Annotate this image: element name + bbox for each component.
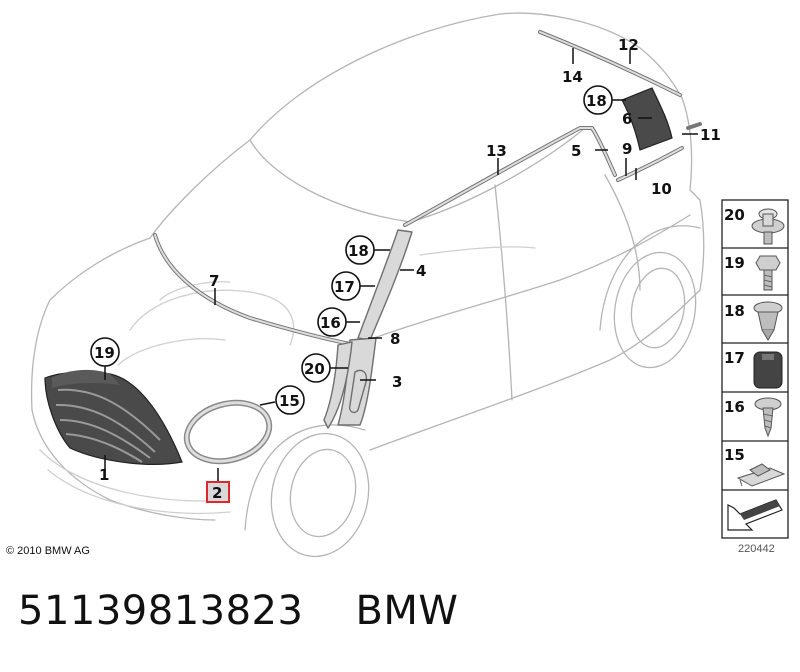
hex-bolt-icon (755, 255, 781, 291)
expanding-clip-icon (753, 301, 783, 341)
callout-18-rear: 18 (586, 92, 607, 110)
callout-3: 3 (392, 373, 402, 391)
callout-9: 9 (622, 140, 632, 158)
callout-14: 14 (562, 68, 583, 86)
legend-item-17: 17 (724, 349, 745, 367)
windshield-trim (153, 233, 357, 347)
plastic-nut-icon (753, 351, 783, 389)
circled-callouts: 19 15 20 16 17 18 18 (90, 85, 613, 415)
callout-17: 17 (334, 278, 355, 296)
car-body-outline (30, 12, 705, 558)
parts-diagram: 1 3 4 5 6 7 8 9 10 11 12 13 14 2 19 15 2… (6, 12, 789, 558)
callout-15: 15 (279, 392, 300, 410)
callout-13: 13 (486, 142, 507, 160)
callout-19: 19 (94, 344, 115, 362)
callout-16: 16 (320, 314, 341, 332)
callout-5: 5 (571, 142, 581, 160)
spring-clip-icon (736, 463, 786, 487)
legend-item-20: 20 (724, 206, 745, 224)
part-number: 51139813823 (18, 588, 304, 634)
callout-20: 20 (304, 360, 325, 378)
part-caption: 51139813823 BMW (18, 588, 458, 634)
callout-labels: 1 3 4 5 6 7 8 9 10 11 12 13 14 (99, 36, 721, 484)
callout-8: 8 (390, 330, 400, 348)
front-grille (44, 369, 183, 465)
brand-name: BMW (355, 588, 459, 634)
rear-window-trim (538, 30, 702, 182)
callout-7: 7 (209, 272, 219, 290)
callout-11: 11 (700, 126, 721, 144)
callout-2: 2 (212, 484, 222, 502)
fastener-legend: 20 19 18 17 16 15 (721, 199, 789, 539)
headlight-trim (183, 399, 273, 465)
callout-18-pillar: 18 (348, 242, 369, 260)
legend-item-15: 15 (724, 446, 745, 464)
leader-lines (104, 48, 698, 482)
callout-2-highlighted[interactable]: 2 (206, 481, 230, 503)
reference-number: 220442 (738, 543, 775, 555)
callout-12: 12 (618, 36, 639, 54)
callout-10: 10 (651, 180, 672, 198)
callout-6: 6 (622, 110, 632, 128)
push-rivet-icon (751, 208, 785, 245)
a-pillar-trim (323, 229, 413, 429)
callout-4: 4 (416, 262, 426, 280)
roof-trim (403, 126, 617, 227)
legend-item-19: 19 (724, 254, 745, 272)
callout-1: 1 (99, 466, 109, 484)
screw-icon (754, 397, 782, 438)
copyright-text: © 2010 BMW AG (6, 545, 90, 557)
legend-item-16: 16 (724, 398, 745, 416)
legend-item-18: 18 (724, 302, 745, 320)
arrow-symbol-icon (727, 499, 783, 531)
